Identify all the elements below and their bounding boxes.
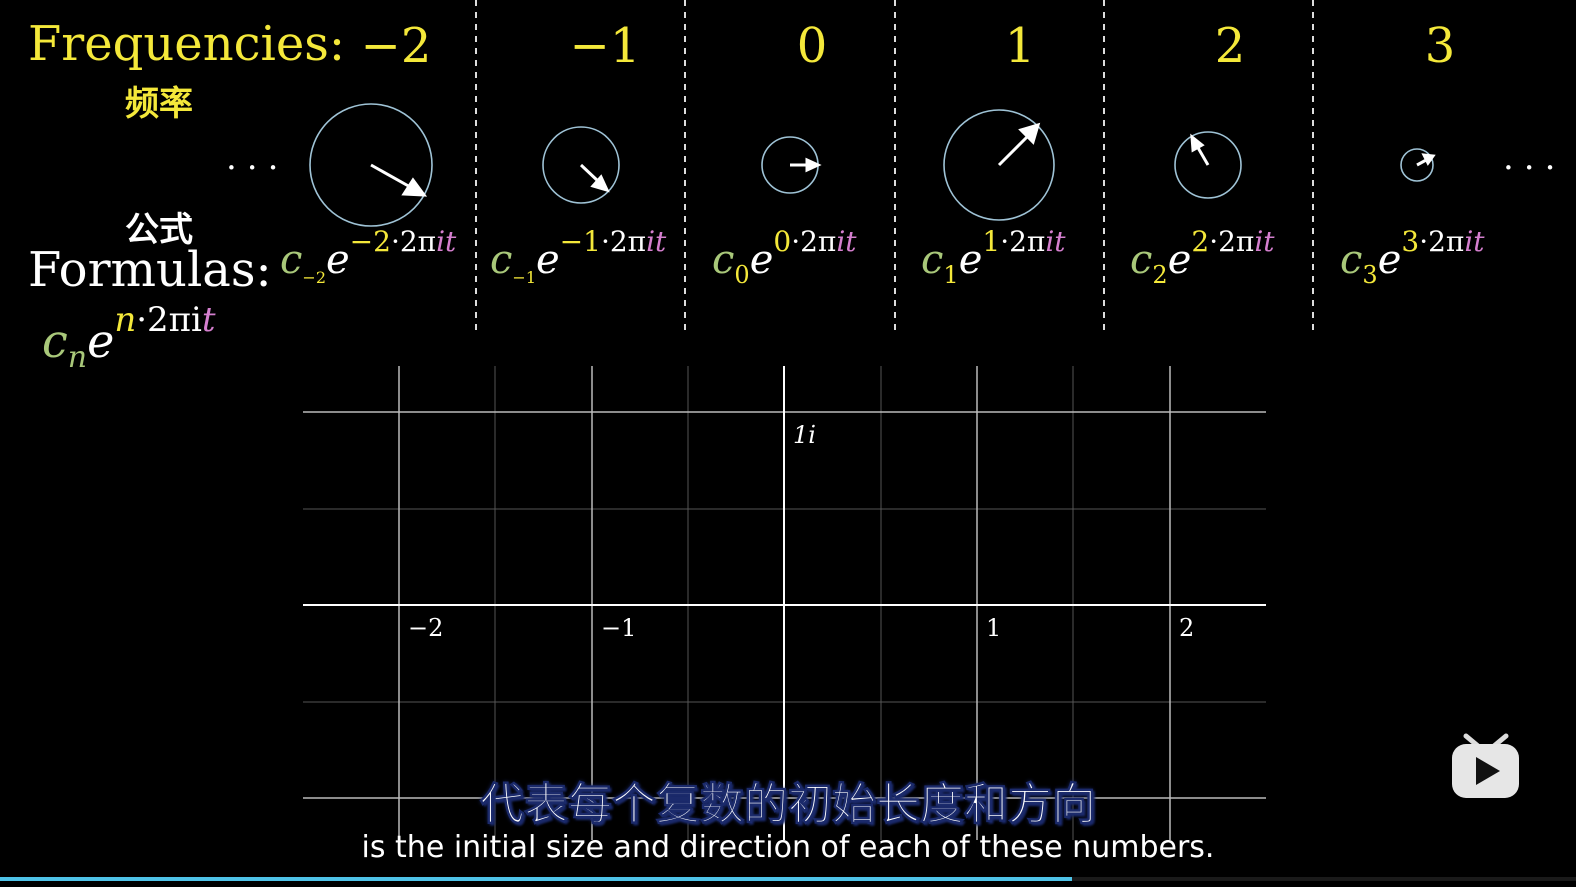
arrow-freq-0 [790,157,822,173]
arrow-freq-minus1 [579,163,610,193]
video-logo-icon [1452,733,1519,798]
vector-circles [309,103,1434,227]
freq-number: 0 [796,18,828,74]
freq-number: −1 [569,18,641,74]
video-progress-bar[interactable] [0,877,1576,881]
formula-freq-2: c2e2·2πit [1130,225,1275,289]
circle-freq-2 [1174,131,1242,199]
x-tick-label: −2 [408,614,444,642]
axes [303,366,1266,840]
formula-freq-minus1: c−1e−1·2πit [490,225,667,287]
frequencies-label: Frequencies: [28,16,346,72]
x-tick-label: 2 [1179,614,1195,642]
freq-number: 2 [1214,18,1246,74]
arrow-freq-2 [1190,133,1210,166]
video-progress-fill [0,877,1072,881]
ellipsis-right: ... [1503,138,1566,178]
formula-freq-minus2: c−2e−2·2πit [280,225,457,287]
circle-freq-minus2 [309,103,433,227]
y-tick-label: 1i [793,421,816,449]
vector-arrows [370,122,1436,197]
freq-number: −2 [360,18,432,74]
ellipsis-left: ... [226,138,289,178]
circle-freq-minus1 [542,126,620,204]
arrow-freq-minus2 [370,163,428,197]
subtitle-english: is the initial size and direction of eac… [361,830,1215,865]
complex-plane [303,366,1266,840]
general-formula: cnen·2πit [42,300,216,375]
formula-freq-0: c0e0·2πit [712,225,857,289]
formulas-label: Formulas: [28,242,272,298]
x-tick-label: 1 [986,614,1002,642]
formula-freq-1: c1e1·2πit [921,225,1066,289]
frequencies-cn-label: 频率 [125,84,193,124]
arrow-freq-3 [1416,153,1436,167]
x-tick-label: −1 [601,614,637,642]
circle-freq-1 [943,109,1055,221]
freq-number: 3 [1424,18,1456,74]
formula-freq-3: c3e3·2πit [1340,225,1485,289]
freq-number: 1 [1004,18,1036,74]
circle-freq-3 [1400,148,1434,182]
arrow-freq-1 [997,122,1041,167]
formulas-cn-label: 公式 [125,210,193,250]
subtitle-chinese: 代表每个复数的初始长度和方向 [480,779,1097,831]
